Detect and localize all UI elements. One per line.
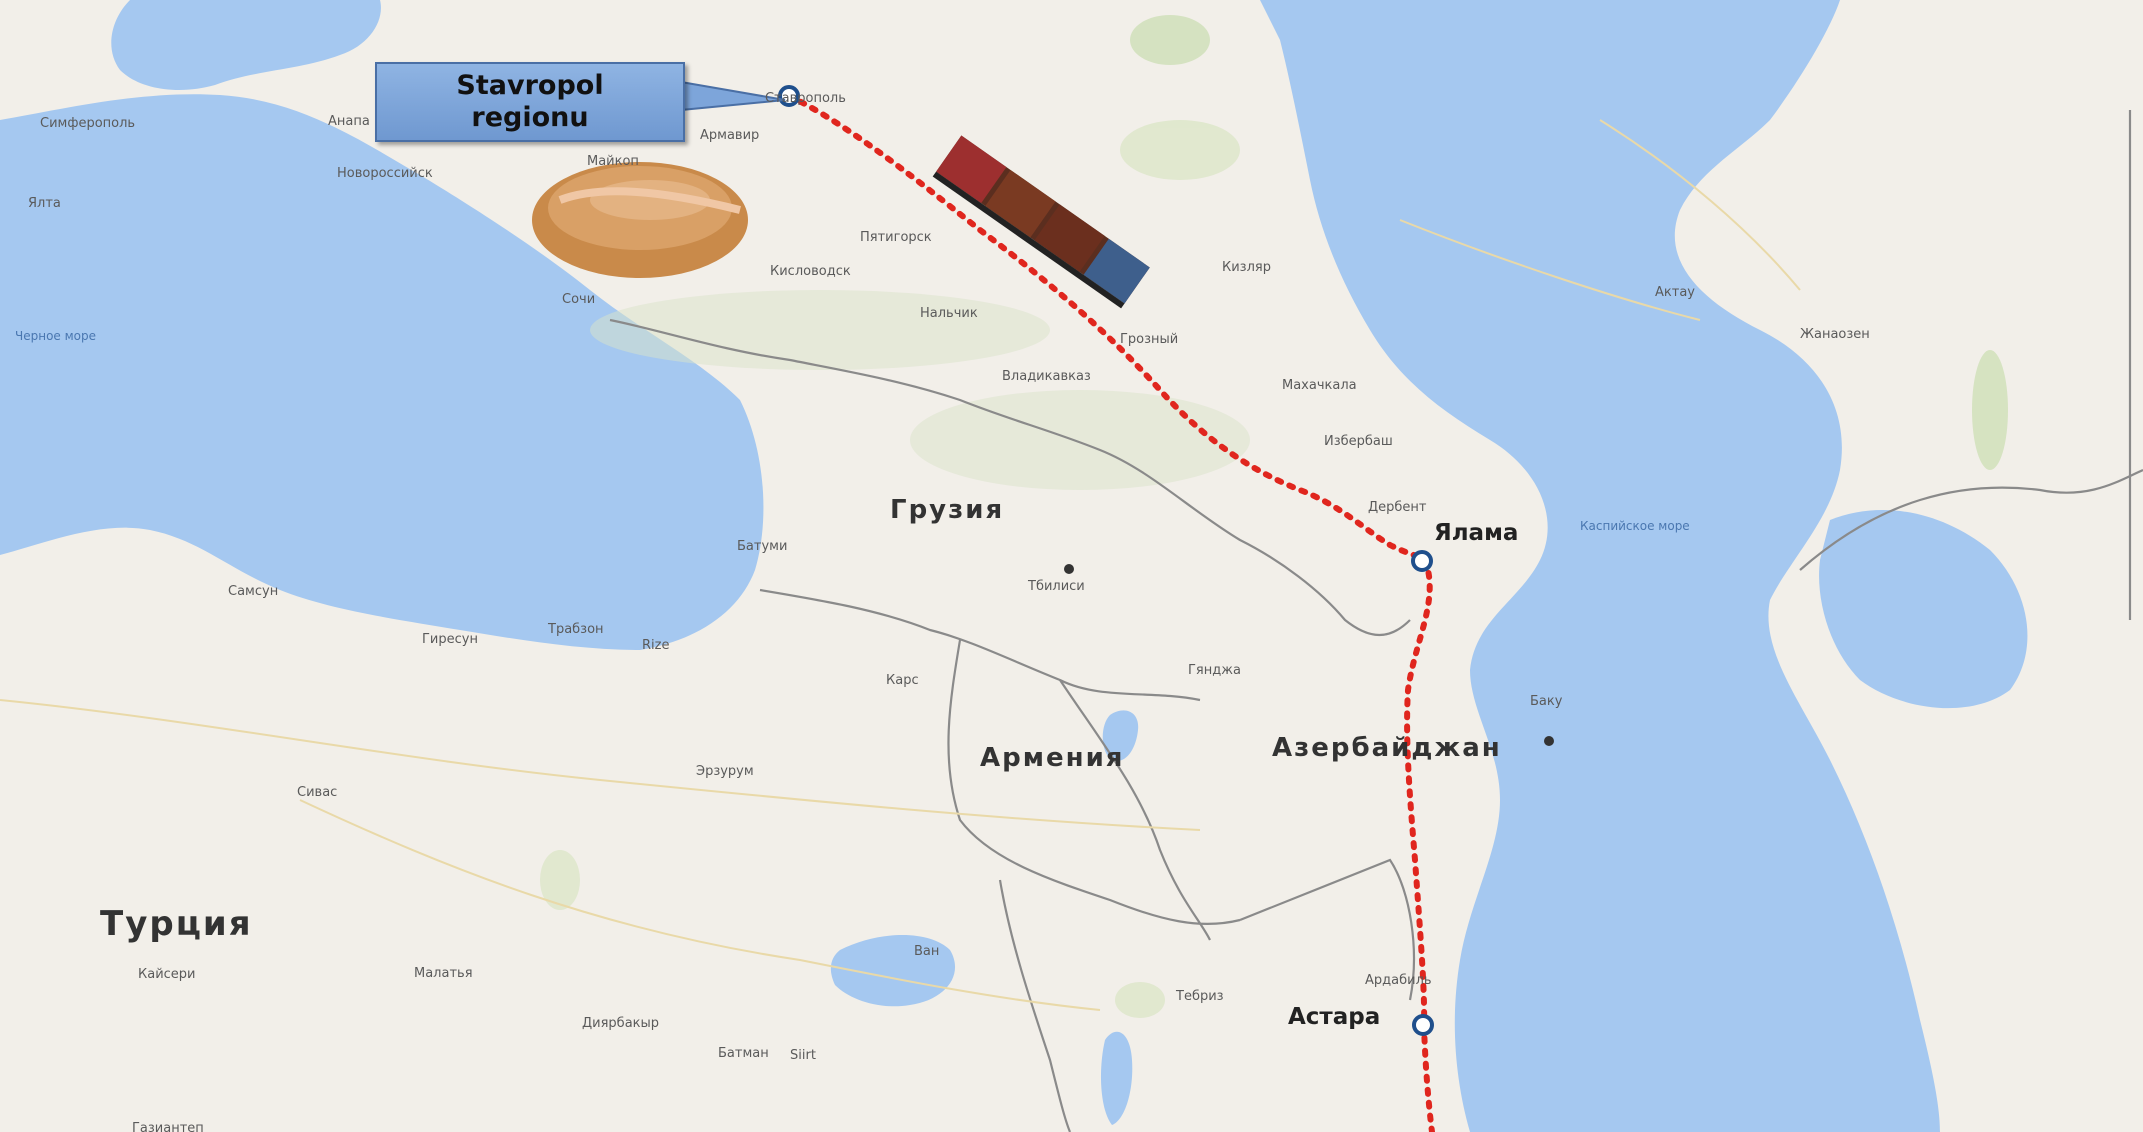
grain-pile-icon xyxy=(532,162,748,278)
label-baku: Баку xyxy=(1530,694,1563,709)
label-kizlyar: Кизляр xyxy=(1222,260,1271,275)
roads xyxy=(0,119,1801,1011)
label-izberbash: Избербаш xyxy=(1324,434,1393,449)
caspian-sea xyxy=(1260,0,1940,1132)
label-turkey: Турция xyxy=(100,904,253,944)
astara-marker[interactable] xyxy=(1412,1014,1434,1036)
baku-dot xyxy=(1544,736,1554,746)
black-sea xyxy=(0,94,764,651)
label-grozny: Грозный xyxy=(1120,332,1178,347)
label-tabriz: Тебриз xyxy=(1175,989,1224,1004)
label-caspian-sea: Каспийское море xyxy=(1580,519,1690,533)
terrain-shading xyxy=(540,15,2008,1018)
label-kayseri: Кайсери xyxy=(138,967,196,982)
label-pyatigorsk: Пятигорск xyxy=(860,230,932,245)
label-batumi: Батуми xyxy=(737,539,787,554)
lake-sevan xyxy=(1102,710,1139,761)
label-zhanaozen: Жанаозен xyxy=(1800,327,1870,342)
label-kars: Карс xyxy=(886,673,919,688)
lake-urmia xyxy=(1100,1031,1133,1125)
country-borders xyxy=(609,110,2143,1132)
label-giresun: Гиресун xyxy=(422,632,478,647)
label-batman: Батман xyxy=(718,1046,769,1061)
label-armavir: Армавир xyxy=(700,128,759,143)
label-yalama: Ялама xyxy=(1434,520,1518,546)
label-aktau: Актау xyxy=(1655,285,1695,300)
callout-line-2: regionu xyxy=(471,102,589,133)
label-armenia: Армения xyxy=(980,743,1125,773)
label-malatya: Малатья xyxy=(414,966,473,981)
label-nalchik: Нальчик xyxy=(920,306,978,321)
label-ganja: Гянджа xyxy=(1188,663,1241,678)
yalama-marker[interactable] xyxy=(1411,550,1433,572)
label-astara: Астара xyxy=(1288,1004,1380,1030)
route-line xyxy=(786,93,1435,1132)
label-kislovodsk: Кисловодск xyxy=(770,264,851,279)
label-tbilisi: Тбилиси xyxy=(1027,579,1085,594)
label-makhachkala: Махачкала xyxy=(1282,378,1357,393)
label-siirt: Siirt xyxy=(790,1048,816,1063)
label-sochi: Сочи xyxy=(562,292,595,307)
kara-bogaz-gol xyxy=(1819,510,2028,709)
grain-train-icon xyxy=(932,135,1150,309)
label-vladikavkaz: Владикавказ xyxy=(1002,369,1091,384)
label-maykop: Майкоп xyxy=(587,154,639,169)
label-sivas: Сивас xyxy=(297,785,337,800)
label-trabzon: Трабзон xyxy=(547,622,604,637)
label-samsun: Самсун xyxy=(228,584,278,599)
tbilisi-dot xyxy=(1064,564,1074,574)
label-stavropol: Ставрополь xyxy=(765,91,846,106)
label-van: Ван xyxy=(914,944,939,959)
sea-of-azov xyxy=(111,0,381,90)
label-rize: Rize xyxy=(642,638,669,653)
label-erzurum: Эрзурум xyxy=(696,764,754,779)
lake-van xyxy=(830,935,956,1007)
label-ardabil: Ардабиль xyxy=(1365,973,1432,988)
label-yalta: Ялта xyxy=(28,196,61,211)
label-novorossiysk: Новороссийск xyxy=(337,166,433,181)
label-anapa: Анапа xyxy=(328,114,370,129)
label-black-sea: Черное море xyxy=(15,329,96,343)
label-azerbaijan: Азербайджан xyxy=(1272,733,1502,763)
label-derbent: Дербент xyxy=(1368,500,1427,515)
label-georgia: Грузия xyxy=(890,495,1004,525)
label-diyarbakir: Диярбакыр xyxy=(582,1016,659,1031)
label-gaziantep: Газиантеп xyxy=(132,1121,204,1132)
callout-line-1: Stavropol xyxy=(456,70,604,101)
label-simferopol: Симферополь xyxy=(40,116,135,131)
stavropol-callout: Stavropol regionu xyxy=(375,62,685,142)
